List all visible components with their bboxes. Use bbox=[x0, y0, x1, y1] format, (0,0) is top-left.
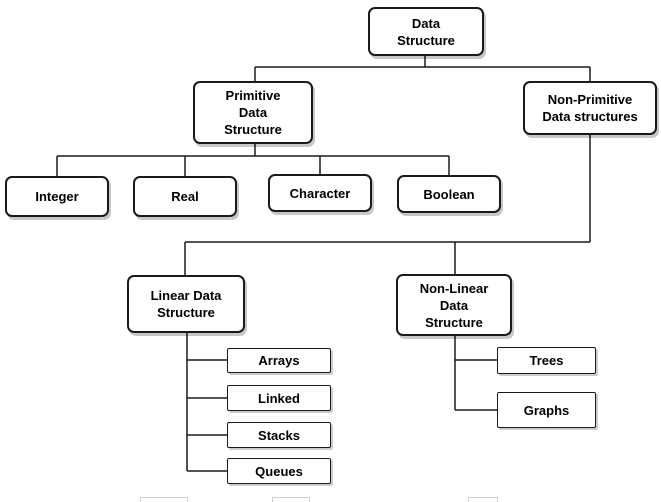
node-queues: Queues bbox=[227, 458, 331, 484]
node-character: Character bbox=[268, 174, 372, 212]
node-arrays: Arrays bbox=[227, 348, 331, 373]
node-graphs: Graphs bbox=[497, 392, 596, 428]
node-linked: Linked bbox=[227, 385, 331, 411]
cropped-box-outline bbox=[140, 497, 188, 502]
node-trees: Trees bbox=[497, 347, 596, 374]
node-boolean: Boolean bbox=[397, 175, 501, 213]
cropped-box-outline bbox=[468, 497, 498, 502]
node-primitive-data-structure: Primitive Data Structure bbox=[193, 81, 313, 144]
node-data-structure: Data Structure bbox=[368, 7, 484, 56]
node-non-primitive-data-structures: Non-Primitive Data structures bbox=[523, 81, 657, 135]
node-linear-data-structure: Linear Data Structure bbox=[127, 275, 245, 333]
cropped-box-outline bbox=[272, 497, 310, 502]
node-real: Real bbox=[133, 176, 237, 217]
node-stacks: Stacks bbox=[227, 422, 331, 448]
node-non-linear-data-structure: Non-Linear Data Structure bbox=[396, 274, 512, 336]
node-integer: Integer bbox=[5, 176, 109, 217]
